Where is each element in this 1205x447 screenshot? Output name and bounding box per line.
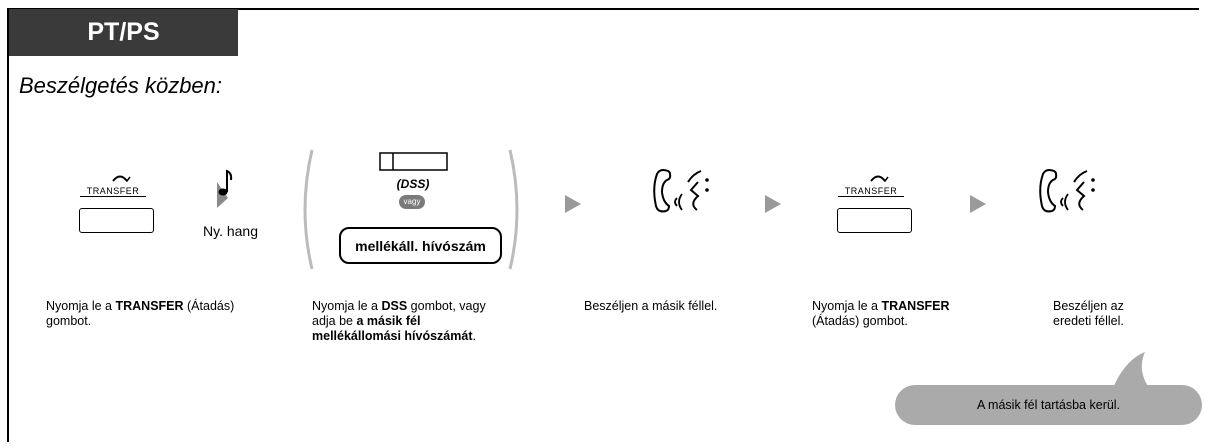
transfer-button[interactable] [79,208,154,233]
or-badge: vagy [399,195,425,209]
step-5-description: Beszéljen az eredeti féllel. [1053,299,1124,328]
step-2-description: Nyomja le a DSS gombot, vagy adja be a m… [312,299,486,343]
balloon-tail [1113,352,1149,388]
transfer-arrow-icon [870,175,889,183]
dss-button-icon[interactable] [379,152,449,172]
transfer-button[interactable] [837,208,912,233]
button-divider [80,196,146,197]
page-frame [7,8,1199,442]
tone-label: Ny. hang [203,223,258,239]
step-3-description: Beszéljen a másik féllel. [584,299,718,313]
note-balloon: A másik fél tartásba kerül. [895,385,1202,425]
left-parenthesis [303,149,314,270]
step-arrow [765,195,781,213]
tone-icon [217,169,233,208]
terminal-type-tab: PT/PS [9,9,238,56]
step-1-description: Nyomja le a TRANSFER (Átadás) gombot. [46,299,235,328]
button-divider [838,196,904,197]
right-parenthesis [508,149,519,270]
step-arrow [565,195,581,213]
transfer-button-label: TRANSFER [86,186,140,196]
step-4-description: Nyomja le a TRANSFER (Átadás) gombot. [812,299,950,328]
transfer-arrow-icon [112,175,131,183]
talk-icon [653,169,709,213]
step-arrow [970,195,986,213]
extension-number-key[interactable]: mellékáll. hívószám [339,227,502,264]
talk-icon [1039,169,1095,213]
transfer-button-label: TRANSFER [844,186,898,196]
dss-caption: (DSS) [396,177,430,191]
page-subtitle: Beszélgetés közben: [19,73,223,98]
